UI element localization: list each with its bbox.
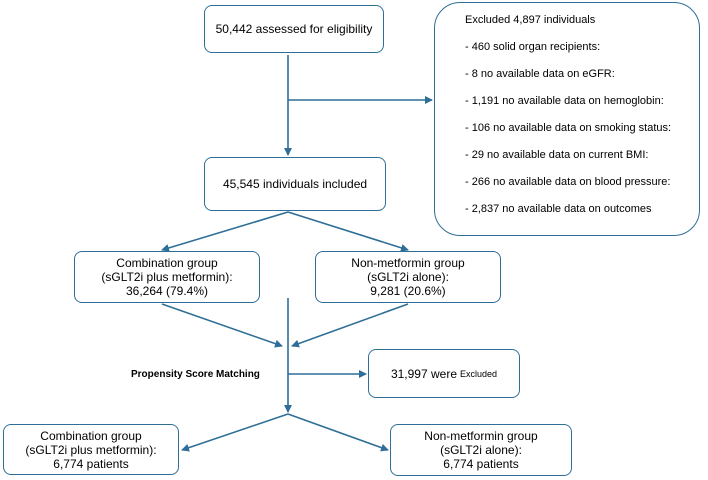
nonmetformin-group-box: Non-metformin group (sGLT2i alone): 9,28… (315, 251, 501, 303)
nonmetformin-line2: (sGLT2i alone): (367, 270, 449, 284)
excluded-item: - 2,837 no available data on outcomes (465, 203, 652, 215)
nonmetformin-line1: Non-metformin group (351, 256, 465, 270)
excluded-title: Excluded 4,897 individuals (465, 14, 596, 26)
split-right-arrow (287, 211, 409, 252)
excluded-box: Excluded 4,897 individuals - 460 solid o… (434, 2, 700, 236)
merge-left-line (161, 303, 283, 348)
nonmetformin-line3: 9,281 (20.6%) (370, 284, 446, 298)
psm-label: Propensity Score Matching (131, 369, 260, 380)
matched-combination-line3: 6,774 patients (53, 456, 129, 471)
included-label: 45,545 individuals included (222, 177, 368, 191)
matched-nonmetformin-box: Non-metformin group (sGLT2i alone): 6,77… (390, 424, 572, 476)
merge-right-line (291, 303, 409, 348)
arrow-to-matched-right (287, 413, 389, 452)
combination-group-box: Combination group (sGLT2i plus metformin… (74, 251, 260, 303)
excluded-item: - 266 no available data on blood pressur… (465, 176, 671, 188)
included-box: 45,545 individuals included (204, 157, 386, 211)
combination-line1: Combination group (116, 256, 218, 270)
matched-nonmetformin-line1: Non-metformin group (424, 429, 538, 443)
split-left-arrow (161, 211, 289, 252)
excluded-item: - 8 no available data on eGFR: (465, 68, 615, 80)
excluded-item: - 106 no available data on smoking statu… (465, 122, 672, 134)
excluded-item: - 460 solid organ recipients: (465, 41, 601, 53)
matched-combination-line2: (sGLT2i plus metformin): (25, 442, 157, 457)
matched-nonmetformin-line2: (sGLT2i alone): (440, 443, 522, 457)
matched-nonmetformin-line3: 6,774 patients (443, 457, 519, 471)
psm-excluded-count: 31,997 were (390, 366, 457, 381)
excluded-item: - 29 no available data on current BMI: (465, 149, 649, 161)
matched-combination-box: Combination group (sGLT2i plus metformin… (3, 424, 179, 475)
arrow-to-matched-left (181, 413, 289, 452)
assessed-box: 50,442 assessed for eligibility (204, 5, 384, 53)
combination-line2: (sGLT2i plus metformin): (101, 270, 233, 284)
matched-combination-line1: Combination group (40, 428, 142, 443)
psm-excluded-box: 31,997 were Excluded (368, 349, 520, 398)
combination-line3: 36,264 (79.4%) (125, 284, 209, 298)
excluded-item: - 1,191 no available data on hemoglobin: (465, 95, 664, 107)
psm-excluded-word: Excluded (460, 368, 498, 379)
assessed-label: 50,442 assessed for eligibility (215, 22, 373, 36)
